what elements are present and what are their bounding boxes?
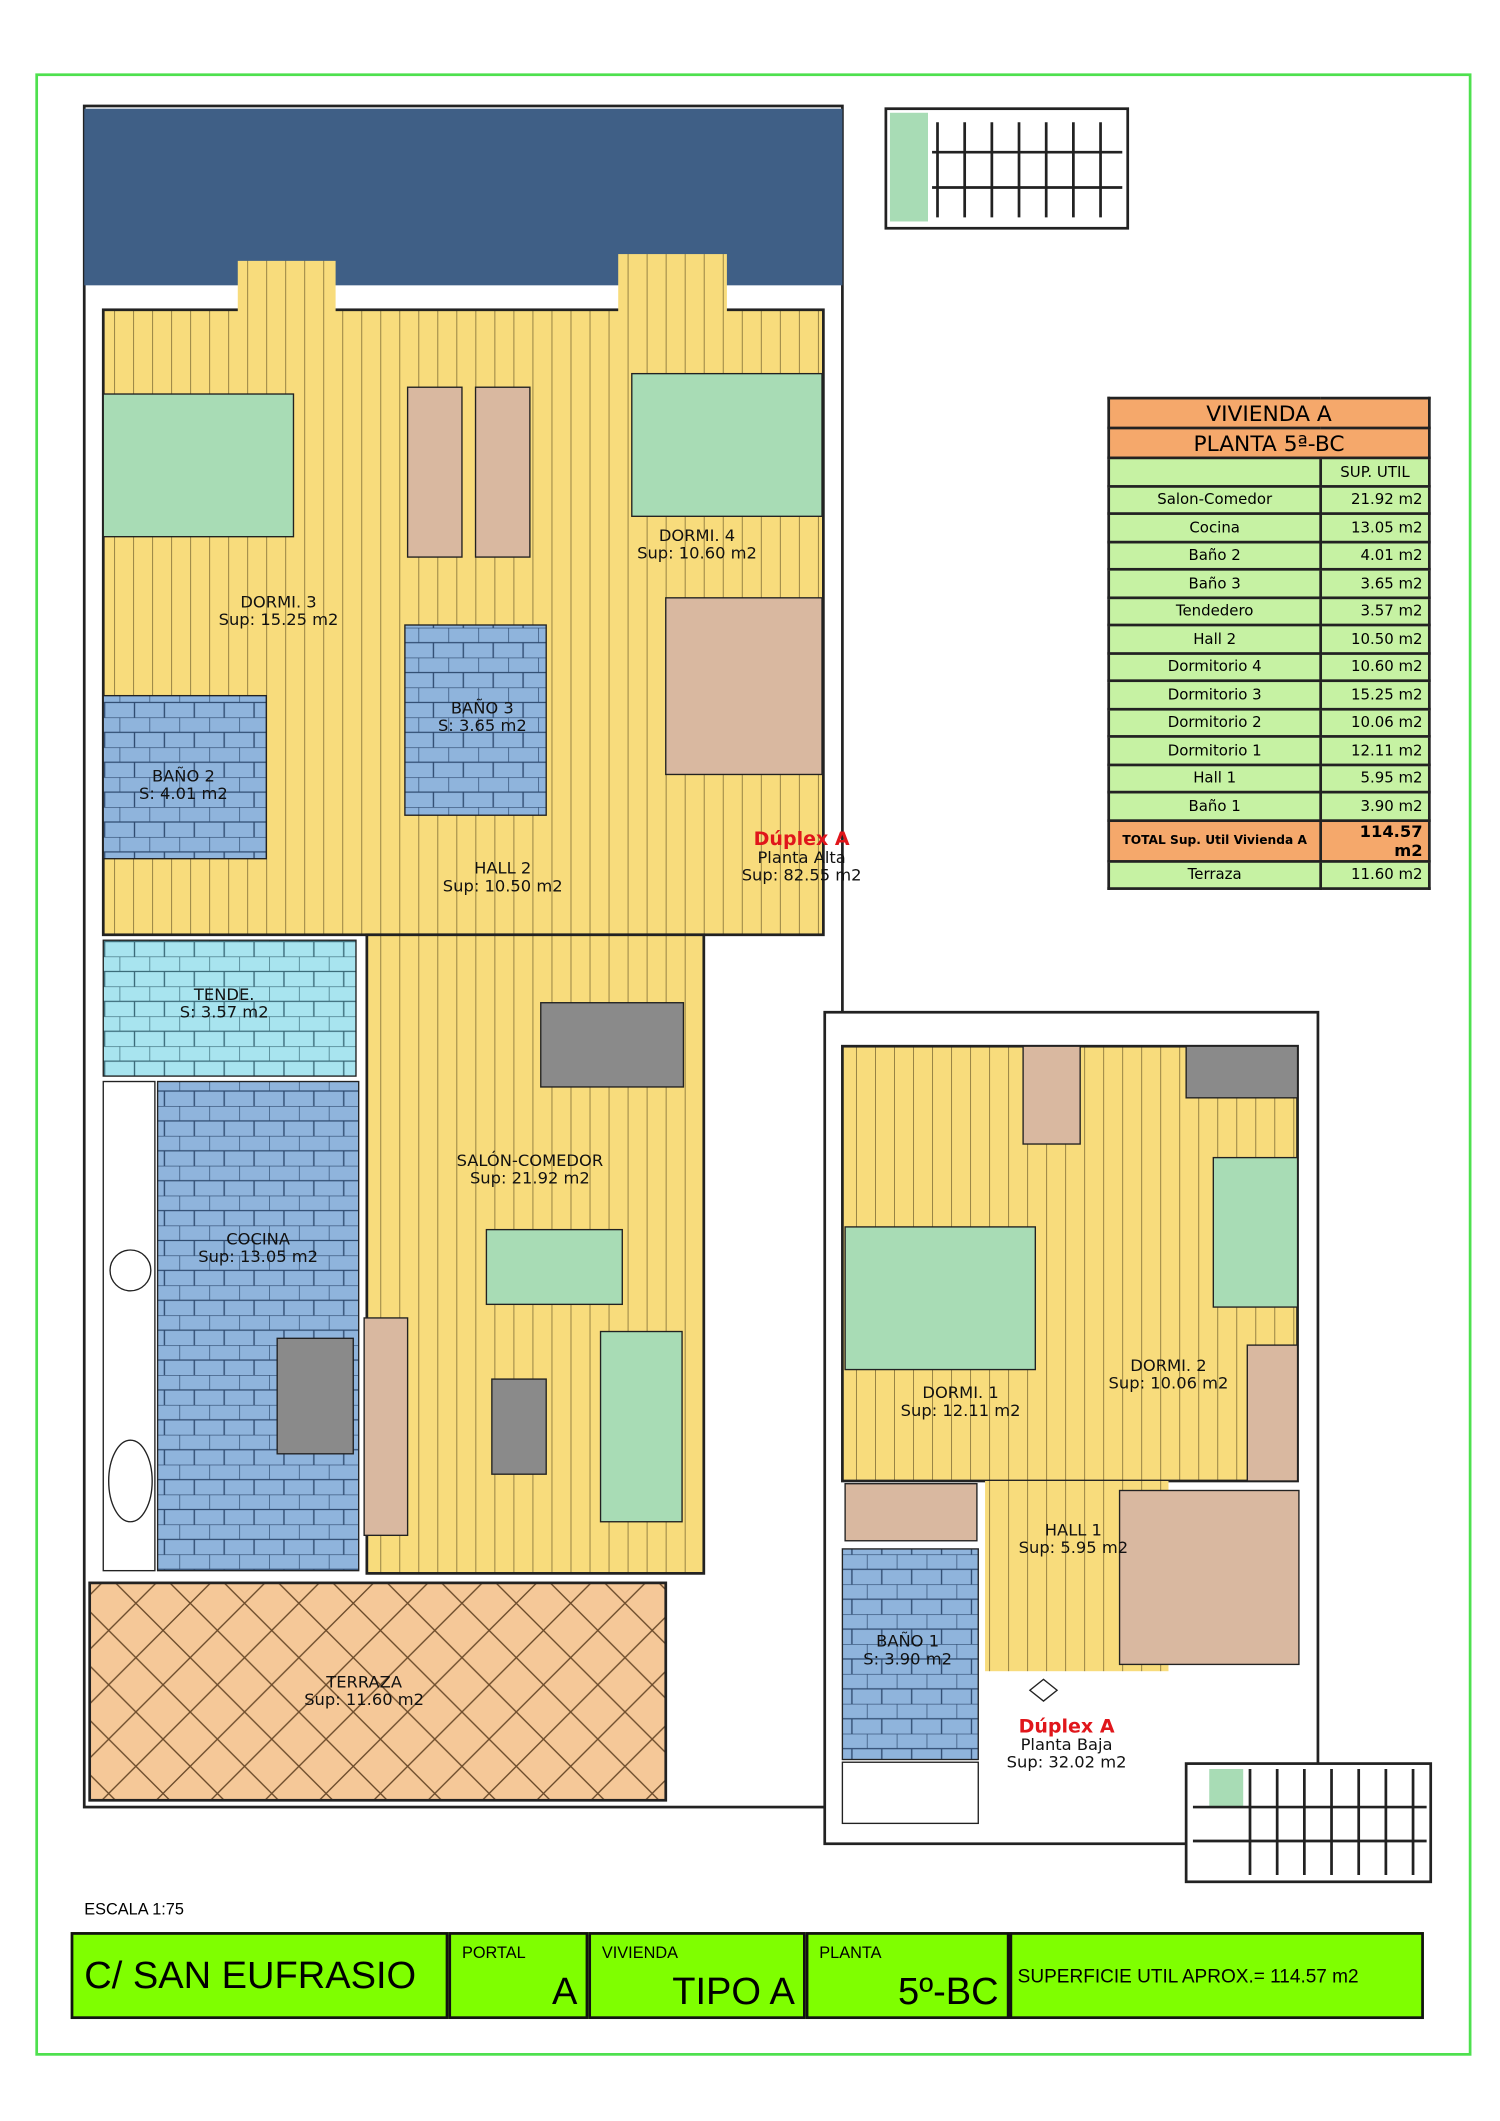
room-name: Baño 2 <box>1107 540 1323 571</box>
terrace-value: 11.60 m2 <box>1319 859 1431 890</box>
room-name: Hall 1 <box>1107 762 1323 794</box>
room-name: Dormitorio 2 <box>1107 707 1323 738</box>
room-name: Baño 3 <box>1107 567 1323 599</box>
room-area: 4.01 m2 <box>1319 540 1431 571</box>
scale-label: ESCALA 1:75 <box>84 1899 184 1919</box>
room-name: Dormitorio 3 <box>1107 679 1323 710</box>
room-area: 5.95 m2 <box>1319 762 1431 794</box>
header-blank <box>1107 456 1323 488</box>
terrace <box>88 1581 668 1802</box>
total-label: TOTAL Sup. Util Vivienda A <box>1107 818 1323 863</box>
room-name: Dormitorio 4 <box>1107 651 1323 683</box>
title-superficie: SUPERFICIE UTIL APROX.= 114.57 m2 <box>1009 1932 1424 2020</box>
room-name: Salon-Comedor <box>1107 484 1323 515</box>
terrace-label: Terraza <box>1107 859 1323 890</box>
staircase <box>665 597 823 776</box>
key-plan-lower <box>1184 1762 1433 1884</box>
room-area: 10.60 m2 <box>1319 651 1431 683</box>
room-name: Tendedero <box>1107 595 1323 627</box>
room-name: Cocina <box>1107 512 1323 543</box>
table-title: VIVIENDA A <box>1107 396 1431 430</box>
room-area: 15.25 m2 <box>1319 679 1431 710</box>
room-name: Dormitorio 1 <box>1107 735 1323 766</box>
key-plan-upper <box>884 107 1130 230</box>
room-area: 12.11 m2 <box>1319 735 1431 766</box>
staircase-lower <box>1118 1489 1300 1666</box>
table-subtitle: PLANTA 5ª-BC <box>1107 426 1431 460</box>
room-label-tende: TENDE.S: 3.57 m2 <box>179 985 269 1022</box>
total-value: 114.57 m2 <box>1319 818 1431 863</box>
room-area: 21.92 m2 <box>1319 484 1431 515</box>
roof-area <box>84 108 843 286</box>
room-area: 10.50 m2 <box>1319 623 1431 655</box>
room-area: 3.90 m2 <box>1319 790 1431 822</box>
entrance-arrow-icon <box>1028 1678 1059 1702</box>
room-name: Baño 1 <box>1107 790 1323 822</box>
room-area: 3.57 m2 <box>1319 595 1431 627</box>
room-area: 3.65 m2 <box>1319 567 1431 599</box>
area-table: VIVIENDA A PLANTA 5ª-BC SUP. UTIL Salon-… <box>1107 396 1431 890</box>
room-name: Hall 2 <box>1107 623 1323 655</box>
sheet-frame <box>35 73 1472 2056</box>
column-header: SUP. UTIL <box>1319 456 1431 488</box>
room-area: 13.05 m2 <box>1319 512 1431 543</box>
title-street: C/ SAN EUFRASIO <box>70 1932 449 2020</box>
room-area: 10.06 m2 <box>1319 707 1431 738</box>
